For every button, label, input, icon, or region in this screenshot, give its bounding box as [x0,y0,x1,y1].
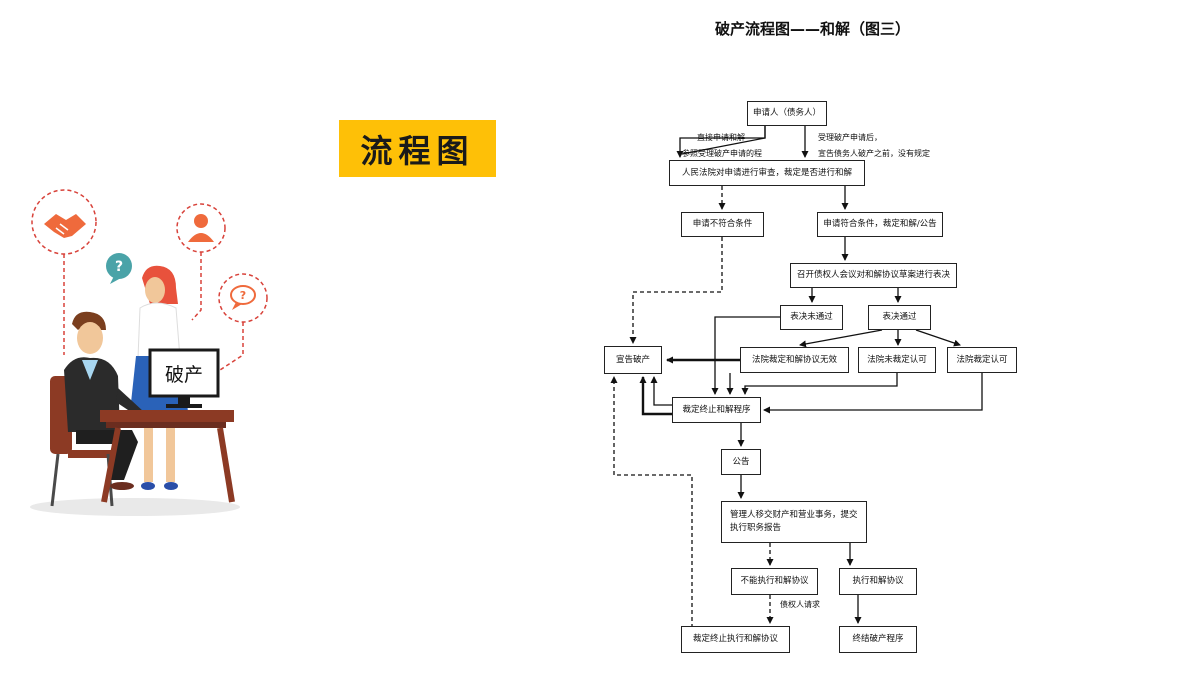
node-vote-fail: 表决未通过 [780,305,843,330]
question-chat-icon: ? [230,285,256,310]
node-court-not-approve: 法院未裁定认可 [858,347,936,373]
desk [100,410,235,503]
handshake-icon [44,214,86,238]
node-terminate-execution: 裁定终止执行和解协议 [681,626,790,653]
node-court-review: 人民法院对申请进行审查，裁定是否进行和解 [669,160,865,186]
node-execute: 执行和解协议 [839,568,917,595]
computer-monitor: 破产 [148,348,220,408]
svg-text:?: ? [115,259,123,275]
node-creditors-meeting: 召开债权人会议对和解协议草案进行表决 [790,263,957,288]
node-court-approve: 法院裁定认可 [947,347,1017,373]
node-terminate-procedure: 裁定终止和解程序 [672,397,761,423]
office-illustration: ? ? 破产 [30,189,268,516]
node-qualified: 申请符合条件，裁定和解/公告 [817,212,943,237]
node-end-bankruptcy: 终结破产程序 [839,626,917,653]
node-announcement: 公告 [721,449,761,475]
node-court-invalid: 法院裁定和解协议无效 [740,347,849,373]
edge-label-per-accepted: 参照受理破产申请的程 [682,149,762,158]
edge-label-after-accept: 受理破产申请后， [818,133,882,142]
node-vote-pass: 表决通过 [868,305,931,330]
node-declare-bankrupt: 宣告破产 [604,346,662,374]
page-title: 破产流程图——和解（图三） [715,20,911,38]
node-cannot-execute: 不能执行和解协议 [731,568,818,595]
help-bubble-icon: ? [106,253,132,284]
man-figure [50,311,144,507]
svg-text:?: ? [240,289,246,302]
edge-label-creditor-request: 债权人请求 [780,600,820,609]
people-icon [188,214,214,242]
node-applicant: 申请人（债务人） [747,101,827,126]
node-administrator-transfer: 管理人移交财产和营业事务，提交执行职务报告 [721,501,867,543]
edge-label-before-declare: 宣告债务人破产之前，没有规定 [818,149,930,158]
flowchart-tag: 流程图 [339,120,496,177]
edge-label-direct-apply: 直接申请和解 [697,133,745,142]
node-not-qualified: 申请不符合条件 [681,212,764,237]
monitor-label: 破产 [165,364,203,386]
